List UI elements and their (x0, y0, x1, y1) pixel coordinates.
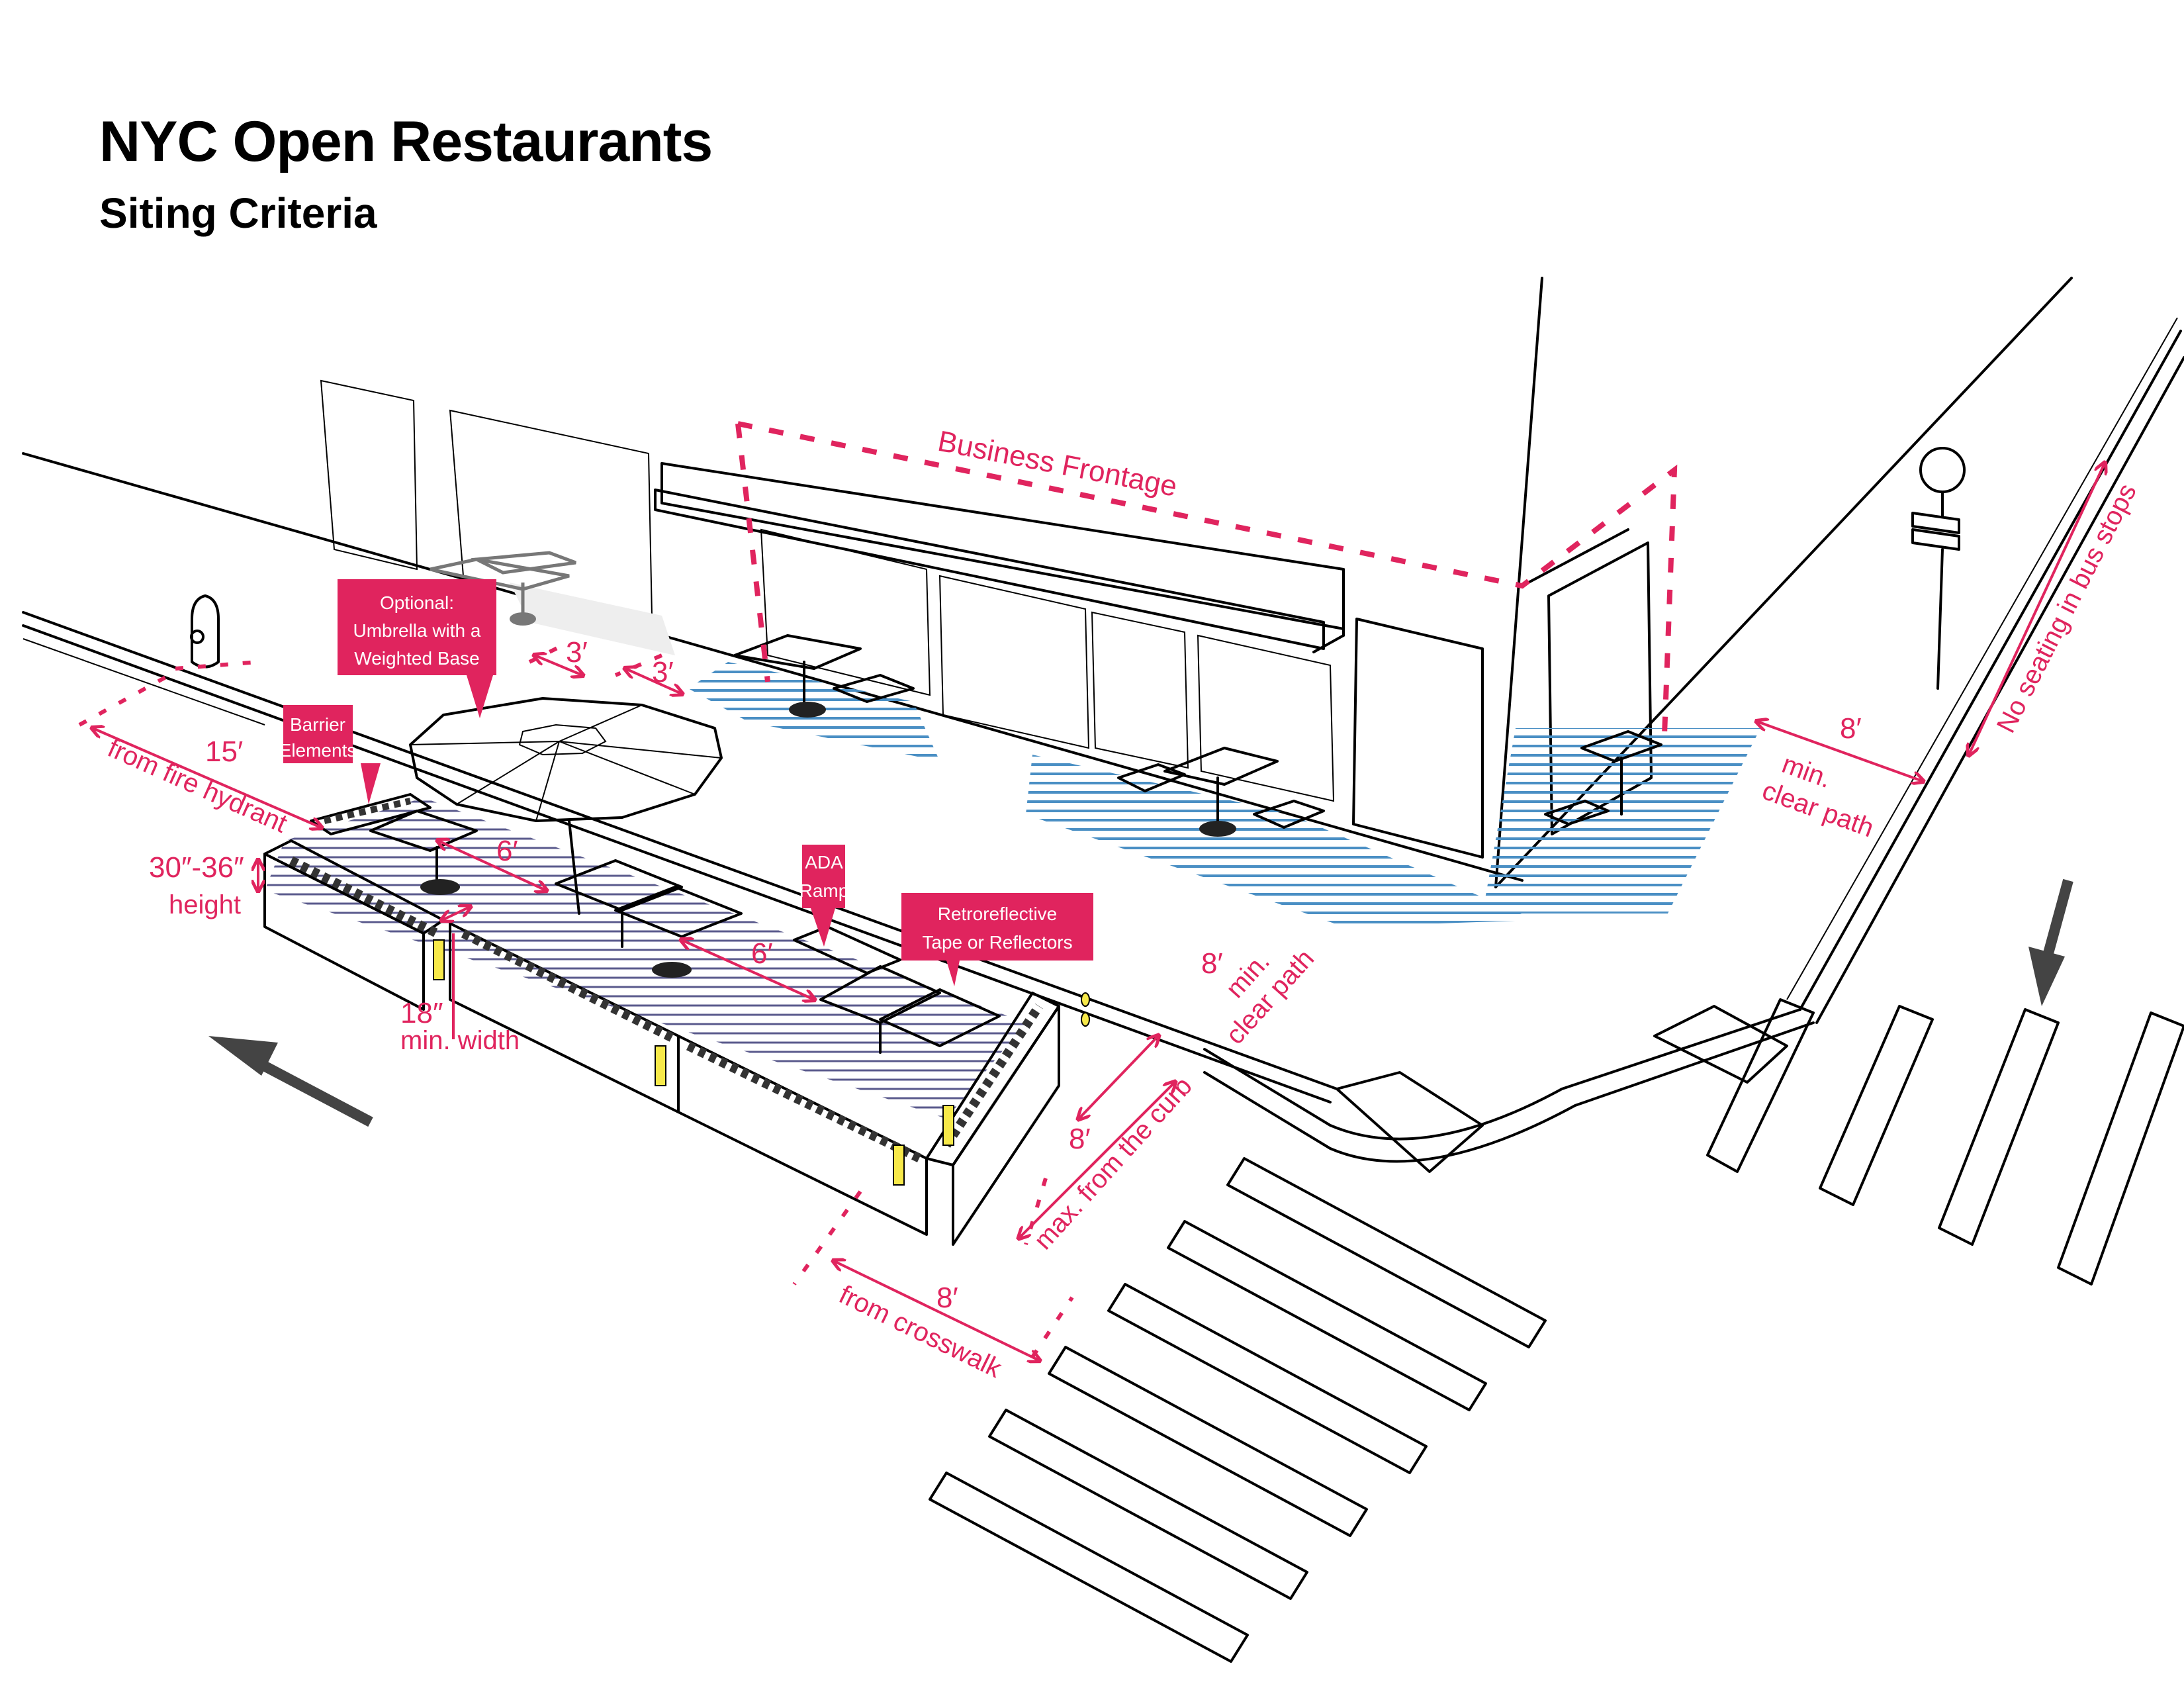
hydrant-distance-value: 15′ (205, 735, 243, 768)
curb-distance-caption: max. from the curb (1028, 1072, 1198, 1255)
awning-icon (654, 462, 1345, 653)
corner-clear-path-value: 8′ (1840, 712, 1862, 745)
curb-distance-value: 8′ (1069, 1123, 1091, 1155)
clear-path-value: 8′ (1201, 947, 1223, 980)
business-frontage-outline (735, 421, 1678, 735)
crosswalk (929, 998, 2184, 1663)
traffic-direction-arrow-icon (2028, 878, 2073, 1006)
hydrant-distance-caption: from fire hydrant (103, 733, 291, 839)
reflector (893, 1145, 905, 1186)
sidewalk-gap-2: 3′ (652, 656, 674, 688)
svg-text:Optional:: Optional: (380, 592, 454, 613)
reflector (433, 939, 445, 980)
sidewalk-cafe-zones (688, 662, 1760, 927)
parklet (263, 793, 1090, 1246)
callout-umbrella: Optional: Umbrella with a Weighted Base (338, 579, 496, 718)
planter-barrier (263, 853, 425, 1011)
crosswalk-distance-value: 8′ (936, 1282, 958, 1314)
callout-retroreflective: Retroreflective Tape or Reflectors (901, 893, 1093, 986)
svg-text:Retroreflective: Retroreflective (938, 904, 1058, 924)
umbrella-icon (409, 697, 723, 915)
reflector (942, 1105, 954, 1146)
svg-text:Ramp: Ramp (799, 880, 849, 901)
callout-ada-ramp: ADA Ramp (799, 845, 849, 947)
callout-barrier-elements: Barrier Elements (279, 705, 381, 804)
table-spacing-2: 6′ (751, 937, 773, 970)
barrier-height-caption: height (169, 890, 241, 919)
side-window (1352, 618, 1484, 859)
sidewalk-gap-1: 3′ (566, 636, 588, 669)
fire-hydrant-icon (190, 594, 220, 669)
page-subtitle: Siting Criteria (99, 189, 377, 237)
storefront-window (938, 575, 1090, 749)
svg-text:Elements: Elements (279, 740, 357, 761)
bus-stop-rule: No seating in bus stops (1991, 479, 2142, 737)
svg-text:Weighted Base: Weighted Base (354, 648, 479, 669)
svg-text:Tape or Reflectors: Tape or Reflectors (922, 932, 1072, 953)
barrier-width-value: 18″ (400, 997, 443, 1029)
barrier-height-value: 30″-36″ (149, 851, 244, 884)
reflector (655, 1045, 666, 1086)
storefront-window (760, 528, 931, 696)
dimension-lines (93, 463, 2105, 1360)
page-title: NYC Open Restaurants (99, 110, 713, 173)
svg-text:Umbrella with a: Umbrella with a (353, 620, 481, 641)
table-spacing-1: 6′ (496, 835, 518, 867)
bus-stop-sign-icon (1911, 447, 1966, 690)
traffic-direction-arrow-icon (208, 1036, 373, 1127)
ada-ramp (793, 925, 901, 974)
storefront-window (1197, 634, 1335, 802)
barrier-width-caption: min. width (400, 1026, 520, 1055)
svg-text:ADA: ADA (805, 852, 843, 872)
storefront-window (1091, 611, 1189, 769)
svg-text:Barrier: Barrier (290, 714, 345, 735)
upper-window (320, 379, 418, 571)
